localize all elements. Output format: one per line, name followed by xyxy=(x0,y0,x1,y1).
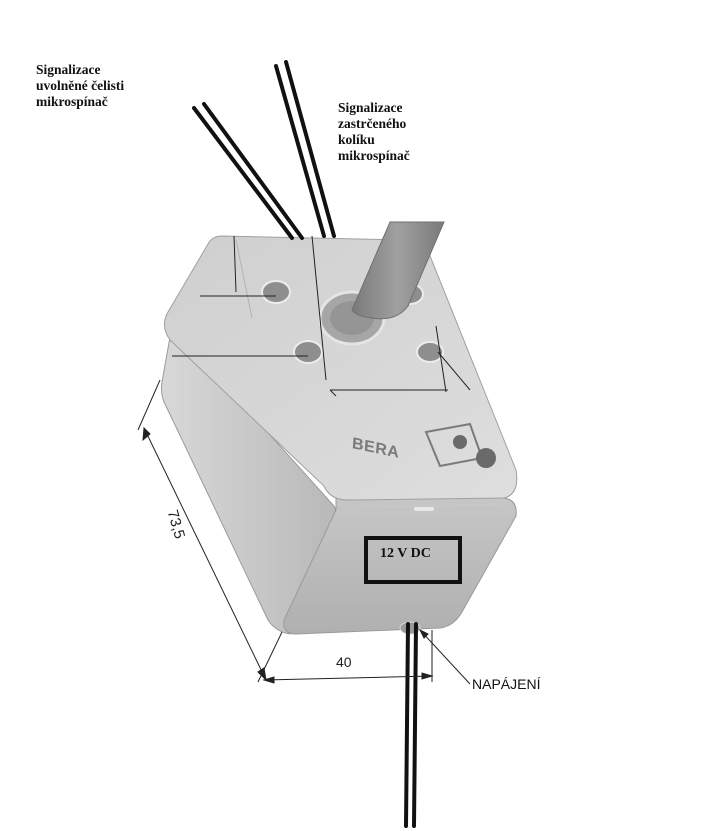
callout-released-jaw: Signalizace uvolněné čelisti mikrospínač xyxy=(36,62,124,110)
power-cable xyxy=(404,622,418,828)
signal-cable-right xyxy=(274,60,336,238)
locking-pin xyxy=(351,221,445,320)
voltage-label: 12 V DC xyxy=(380,546,431,561)
dimension-length xyxy=(137,379,283,683)
mount-hole-bottom-right xyxy=(416,341,444,363)
dimension-width xyxy=(262,630,434,684)
box-front-face xyxy=(283,497,517,635)
callout-left-line1: Signalizace xyxy=(36,62,101,77)
mount-hole-top-left xyxy=(261,280,291,304)
front-groove-line xyxy=(343,503,501,509)
callout-right-line2: zastrčeného xyxy=(338,116,407,131)
top-groove-line xyxy=(235,239,253,319)
callout-right-line4: mikrospínač xyxy=(338,148,410,163)
callout-left-line3: mikrospínač xyxy=(36,94,108,109)
bera-logo-mark xyxy=(424,422,496,468)
front-slot xyxy=(414,507,434,511)
callout-inserted-pin: Signalizace zastrčeného kolíku mikrospín… xyxy=(338,100,410,164)
mount-hole-bottom-left xyxy=(293,340,323,364)
dimension-width-label: 40 xyxy=(336,654,352,670)
power-label: NAPÁJENÍ xyxy=(472,676,541,692)
reference-lines xyxy=(172,235,471,397)
callout-right-line1: Signalizace xyxy=(338,100,403,115)
power-leader xyxy=(418,628,471,685)
callout-left-line2: uvolněné čelisti xyxy=(36,78,125,93)
voltage-badge: 12 V DC xyxy=(364,536,462,584)
signal-cable-left xyxy=(192,102,304,240)
callout-right-line3: kolíku xyxy=(338,132,375,147)
